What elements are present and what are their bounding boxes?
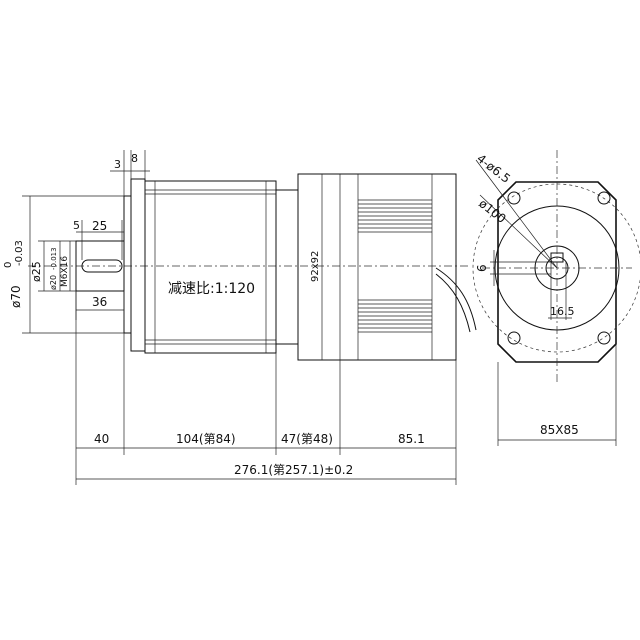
pcd-leader <box>479 194 558 269</box>
adapter-plate <box>275 189 299 345</box>
dim-phi20-tol: -0.013 <box>50 247 58 270</box>
dim-len-47: 47(第48) <box>281 432 333 446</box>
gearhead-body <box>144 180 277 354</box>
mount-hole-br <box>597 331 611 345</box>
mount-hole-tr <box>597 191 611 205</box>
motor-cable-edge <box>435 273 471 333</box>
dim-thread: M6X16 <box>60 256 70 287</box>
dim-pcd: ø100 <box>476 196 508 226</box>
dim-square: 85X85 <box>540 423 579 437</box>
motor-body <box>297 173 457 361</box>
dim-len-85: 85.1 <box>398 432 425 446</box>
ratio-label: 减速比:1:120 <box>168 281 255 297</box>
dim-phi20: ø20 <box>49 275 58 290</box>
end-view: 4-ø6.5 ø100 6 16.5 85X85 <box>472 150 640 446</box>
dim-len-total: 276.1(第257.1)±0.2 <box>234 463 353 477</box>
dim-key-height: 16.5 <box>550 305 575 318</box>
mount-hole-tl <box>507 191 521 205</box>
dim-key-width: 6 <box>475 264 489 272</box>
dim-holes: 4-ø6.5 <box>474 151 513 186</box>
flange-pilot <box>130 178 146 352</box>
top-dimensions: 3 8 <box>110 150 150 196</box>
dim-shaft-len: 36 <box>92 295 107 309</box>
shaft-keyway <box>81 259 123 273</box>
dim-flange-thick: 8 <box>131 152 138 165</box>
dim-flange-offset: 3 <box>114 158 121 171</box>
cooling-fins-bottom <box>358 299 432 333</box>
left-dimensions: ø70 0 -0.03 ø25 ø20 -0.013 M6X16 5 25 36 <box>3 195 125 334</box>
dim-key-offset: 5 <box>73 219 80 232</box>
cooling-fins-top <box>358 199 432 233</box>
gearhead-square-label: 92x92 <box>310 251 321 282</box>
flange <box>123 195 132 334</box>
motor-cable <box>435 267 477 331</box>
dim-phi70: ø70 <box>9 285 23 308</box>
dim-len-104: 104(第84) <box>176 432 236 446</box>
mount-hole-bl <box>507 331 521 345</box>
side-view: 减速比:1:120 92x92 <box>28 173 477 361</box>
dim-phi70-tol-lower: -0.03 <box>14 240 25 266</box>
dim-phi25: ø25 <box>30 261 43 282</box>
holes-leader <box>475 159 558 269</box>
dim-len-40: 40 <box>94 432 109 446</box>
dim-key-len: 25 <box>92 219 107 233</box>
bottom-dimensions: 40 104(第84) 47(第48) 85.1 276.1(第257.1)±0… <box>75 291 457 485</box>
dim-phi70-tol-upper: 0 <box>3 262 14 268</box>
